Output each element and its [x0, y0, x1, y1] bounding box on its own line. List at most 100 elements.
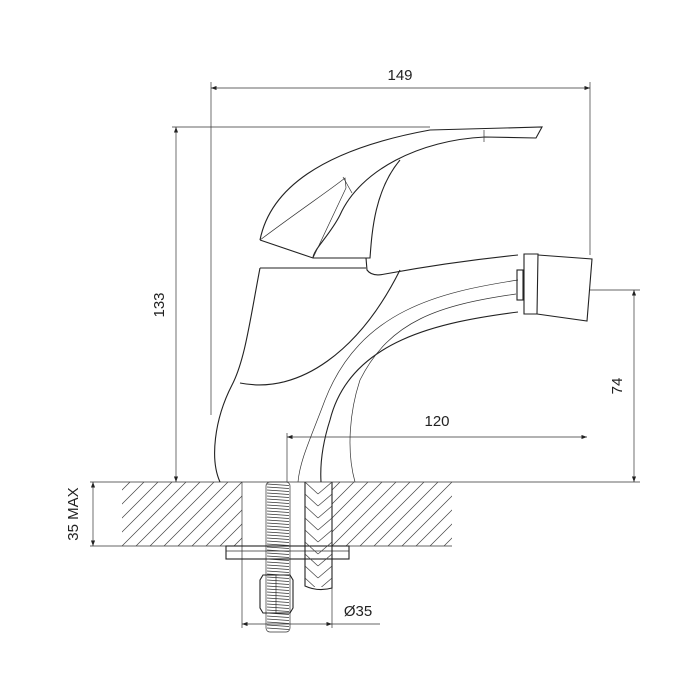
hatch-line	[266, 492, 290, 495]
hatch-line	[266, 567, 290, 570]
hatch-line	[266, 579, 290, 582]
dim-120-label: 120	[424, 413, 449, 430]
hatch-line	[266, 582, 290, 585]
hatch-line	[317, 517, 332, 531]
hatch-line	[266, 588, 290, 591]
hatch-line	[266, 552, 290, 555]
hatch-line	[305, 493, 319, 507]
hatch-line	[205, 509, 242, 546]
hatch-line	[266, 627, 290, 630]
hatch-line	[266, 507, 290, 510]
hatch-line	[266, 594, 290, 597]
hatch-line	[387, 482, 452, 546]
hatch-line	[266, 489, 290, 492]
hatch-line	[219, 523, 242, 546]
hatch-line	[266, 546, 290, 549]
hatch-line	[317, 529, 332, 543]
hatch-line	[266, 486, 290, 489]
hatch-line	[266, 618, 290, 621]
hatch-line	[266, 603, 290, 606]
hatch-line	[305, 541, 319, 555]
dim-diameter-label: Ø35	[344, 603, 372, 620]
hatch-line	[332, 482, 369, 519]
hatch-line	[266, 621, 290, 624]
hatch-line	[266, 543, 290, 546]
dimension-height: 133	[151, 126, 430, 482]
hatch-line	[317, 541, 332, 555]
dim-35max-label: 35 MAX	[65, 487, 82, 540]
hatch-line	[266, 528, 290, 531]
hatch-line	[266, 576, 290, 579]
hatch-line	[317, 505, 332, 519]
hatch-line	[305, 590, 318, 602]
hatch-line	[332, 482, 383, 533]
hatch-line	[266, 501, 290, 504]
hatch-line	[266, 558, 290, 561]
hatch-line	[266, 534, 290, 537]
hatch-line	[266, 525, 290, 528]
hatch-line	[266, 513, 290, 516]
hatch-line	[266, 504, 290, 507]
dimension-spout-height: 74	[590, 289, 640, 482]
hatch-line	[122, 482, 187, 546]
dimension-width: 149	[210, 67, 591, 415]
hatch-line	[191, 495, 242, 546]
hatch-line	[266, 483, 290, 486]
hatch-line	[266, 606, 290, 609]
hatch-line	[266, 561, 290, 564]
hatch-line	[122, 482, 145, 505]
hatch-line	[266, 510, 290, 513]
hatch-line	[429, 523, 452, 546]
hatch-line	[135, 482, 201, 546]
hatch-line	[266, 522, 290, 525]
hatch-line	[345, 482, 411, 546]
hatch-line	[266, 597, 290, 600]
dimension-hole: Ø35	[242, 603, 380, 627]
hatch-line	[266, 531, 290, 534]
hatch-line	[266, 615, 290, 618]
hatch-line	[266, 519, 290, 522]
hatch-line	[122, 482, 173, 533]
hatch-line	[318, 482, 319, 483]
hatch-line	[332, 482, 397, 546]
hatch-line	[266, 498, 290, 501]
dim-149-label: 149	[387, 67, 412, 84]
dimension-countertop: 35 MAX	[65, 482, 96, 546]
hatch-line	[359, 482, 425, 546]
hatch-line	[317, 565, 332, 579]
hatch-line	[305, 505, 319, 519]
hatch-line	[163, 482, 229, 546]
hatch-line	[373, 482, 439, 546]
hatch-line	[149, 482, 215, 546]
dimension-reach: 120	[286, 413, 587, 482]
hatch-line	[266, 585, 290, 588]
aerator	[516, 253, 593, 322]
hatch-line	[332, 482, 355, 505]
hatch-line	[266, 540, 290, 543]
hatch-line	[305, 565, 319, 579]
hatch-line	[266, 549, 290, 552]
hatch-line	[317, 482, 318, 483]
hatch-line	[458, 482, 522, 546]
hatch-line	[415, 509, 452, 546]
hatch-line	[266, 591, 290, 594]
hatch-line	[305, 577, 316, 587]
hatch-line	[266, 624, 290, 627]
hatch-line	[266, 600, 290, 603]
hatch-line	[266, 555, 290, 558]
countertop	[52, 481, 640, 628]
hatch-line	[317, 493, 332, 507]
hatch-line	[318, 590, 332, 602]
hatch-line	[401, 495, 452, 546]
hatch-line	[317, 482, 332, 495]
hatch-line	[266, 570, 290, 573]
hatch-line	[266, 564, 290, 567]
hatch-line	[305, 553, 319, 567]
faucet-body	[214, 254, 519, 483]
dim-74-label: 74	[609, 378, 626, 395]
hatch-line	[52, 482, 116, 546]
mounting-hardware	[225, 481, 350, 633]
hatch-line	[266, 609, 290, 612]
